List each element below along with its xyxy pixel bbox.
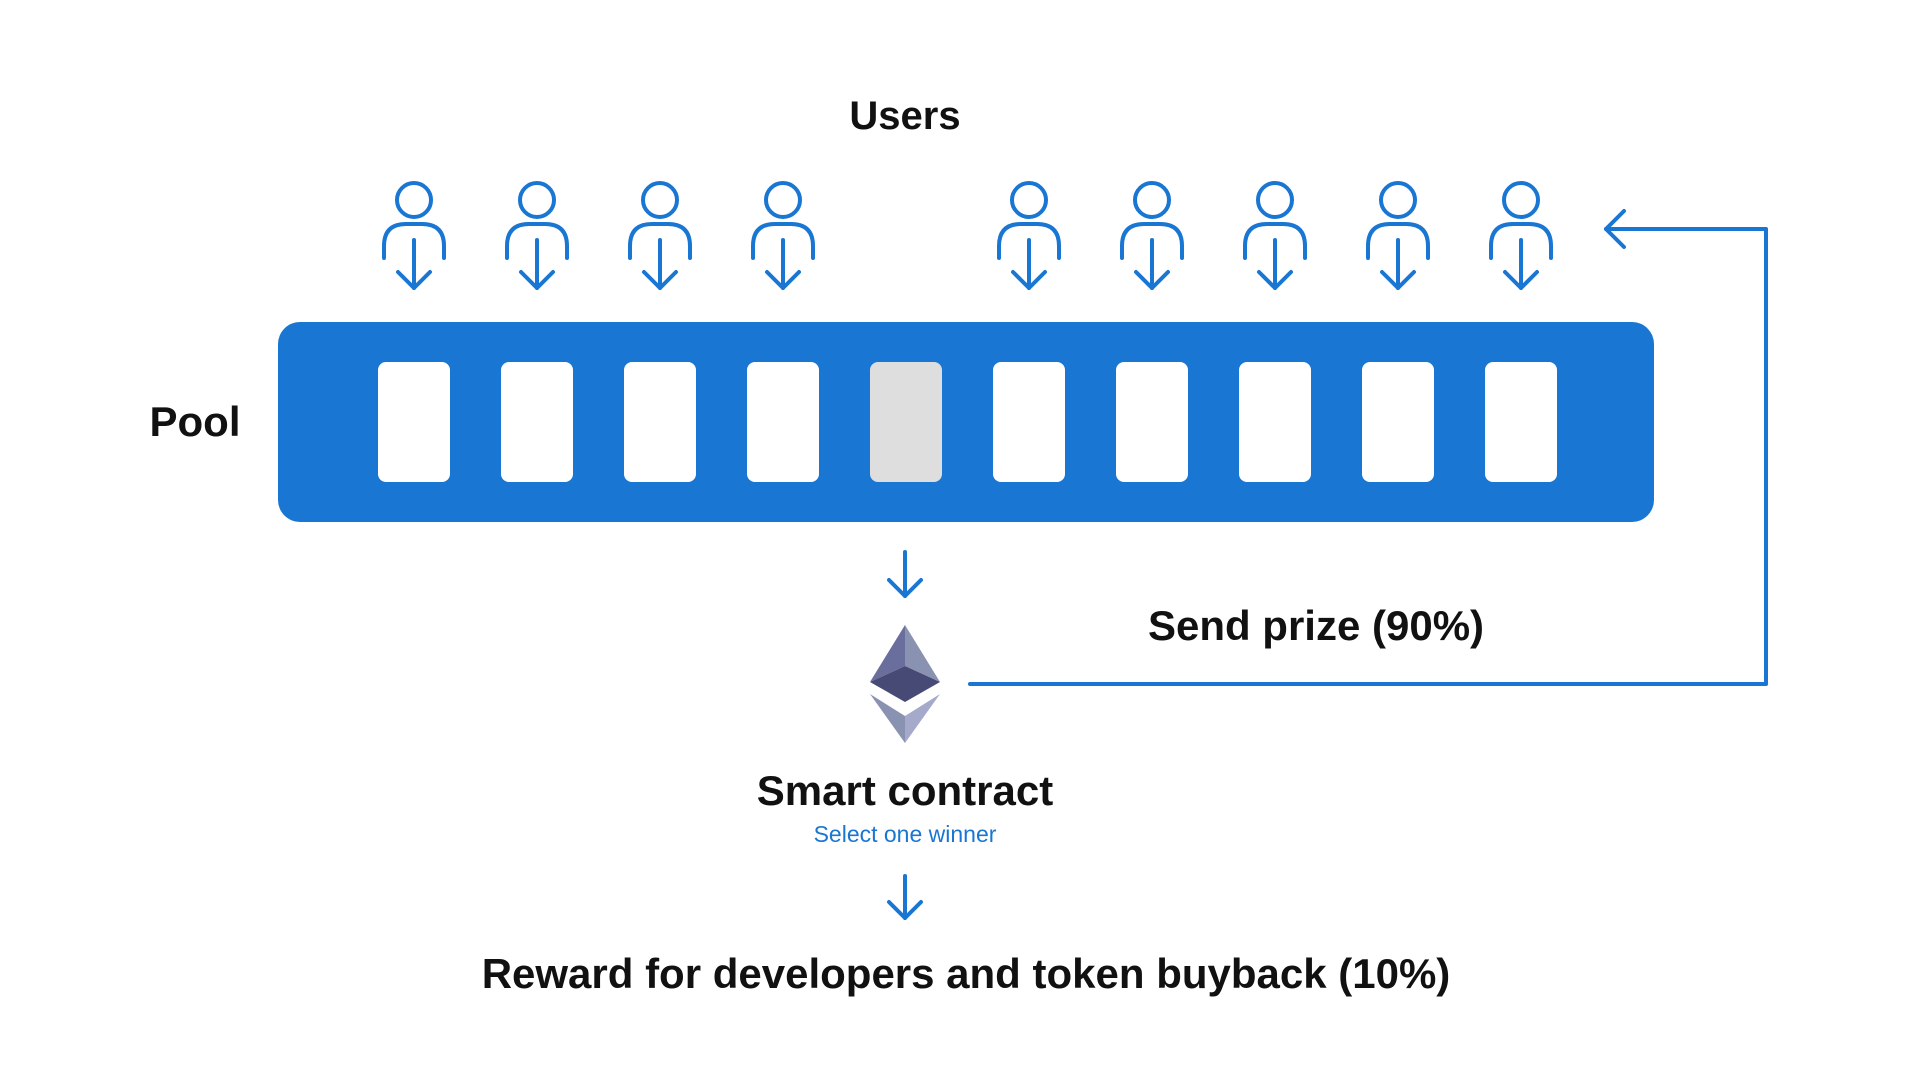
user-body [1120, 222, 1184, 260]
pool-slots [378, 362, 1557, 482]
return-arrow-head [1604, 209, 1626, 249]
arrow-head [519, 270, 555, 290]
pool-slot [624, 362, 696, 482]
user-icon [1366, 181, 1430, 290]
users-row [382, 181, 1553, 290]
user-icon [1120, 181, 1184, 290]
eth-top-left-face [870, 625, 905, 682]
user-body [1243, 222, 1307, 260]
return-arrow-icon [968, 227, 1768, 686]
arrow-head [887, 900, 923, 920]
down-arrow-icon [1011, 238, 1047, 290]
user-body [628, 222, 692, 260]
arrow-head [1257, 270, 1293, 290]
user-body [997, 222, 1061, 260]
pool-slot [747, 362, 819, 482]
arrow-head [1380, 270, 1416, 290]
pool-slot [1362, 362, 1434, 482]
eth-bottom-left-face [870, 694, 905, 743]
down-arrow-icon [887, 550, 923, 598]
user-head [1379, 181, 1417, 219]
user-head [395, 181, 433, 219]
user-icon [1489, 181, 1553, 290]
pool-slot [378, 362, 450, 482]
user-body [1489, 222, 1553, 260]
user-body [1366, 222, 1430, 260]
arrow-head [765, 270, 801, 290]
pool-label: Pool [150, 398, 241, 445]
arrow-head [1503, 270, 1539, 290]
smart-contract-subtitle: Select one winner [814, 821, 997, 847]
arrow-head [396, 270, 432, 290]
arrow-head [1134, 270, 1170, 290]
eth-bottom-right-face [905, 694, 940, 743]
down-arrow-icon [765, 238, 801, 290]
down-arrow-icon [1257, 238, 1293, 290]
eth-center-right-face [905, 666, 940, 702]
user-head [1256, 181, 1294, 219]
eth-center-left-face [870, 666, 905, 702]
arrow-head [642, 270, 678, 290]
ethereum-icon [870, 625, 940, 743]
pool-slot [1239, 362, 1311, 482]
smart-contract-title: Smart contract [757, 767, 1053, 814]
send-prize-label: Send prize (90%) [1148, 602, 1484, 649]
user-body [751, 222, 815, 260]
user-icon [628, 181, 692, 290]
user-head [1010, 181, 1048, 219]
pool-slot [501, 362, 573, 482]
down-arrow-icon [1380, 238, 1416, 290]
down-arrow-icon [887, 874, 923, 920]
user-icon [997, 181, 1061, 290]
user-head [518, 181, 556, 219]
pool-slot [993, 362, 1065, 482]
down-arrow-icon [396, 238, 432, 290]
user-head [764, 181, 802, 219]
down-arrow-icon [642, 238, 678, 290]
user-head [1133, 181, 1171, 219]
eth-top-right-face [905, 625, 940, 682]
users-title: Users [849, 94, 960, 138]
user-icon [751, 181, 815, 290]
user-body [382, 222, 446, 260]
user-icon [382, 181, 446, 290]
pool-slot [1485, 362, 1557, 482]
user-head [641, 181, 679, 219]
user-icon [1243, 181, 1307, 290]
user-head [1502, 181, 1540, 219]
down-arrow-icon [1503, 238, 1539, 290]
pool-slot-selected [870, 362, 942, 482]
user-body [505, 222, 569, 260]
arrow-head [1011, 270, 1047, 290]
pool-container [278, 322, 1654, 522]
user-icon [505, 181, 569, 290]
down-arrow-icon [519, 238, 555, 290]
down-arrow-icon [1134, 238, 1170, 290]
arrow-head [887, 578, 923, 598]
reward-label: Reward for developers and token buyback … [482, 950, 1451, 997]
pool-slot [1116, 362, 1188, 482]
